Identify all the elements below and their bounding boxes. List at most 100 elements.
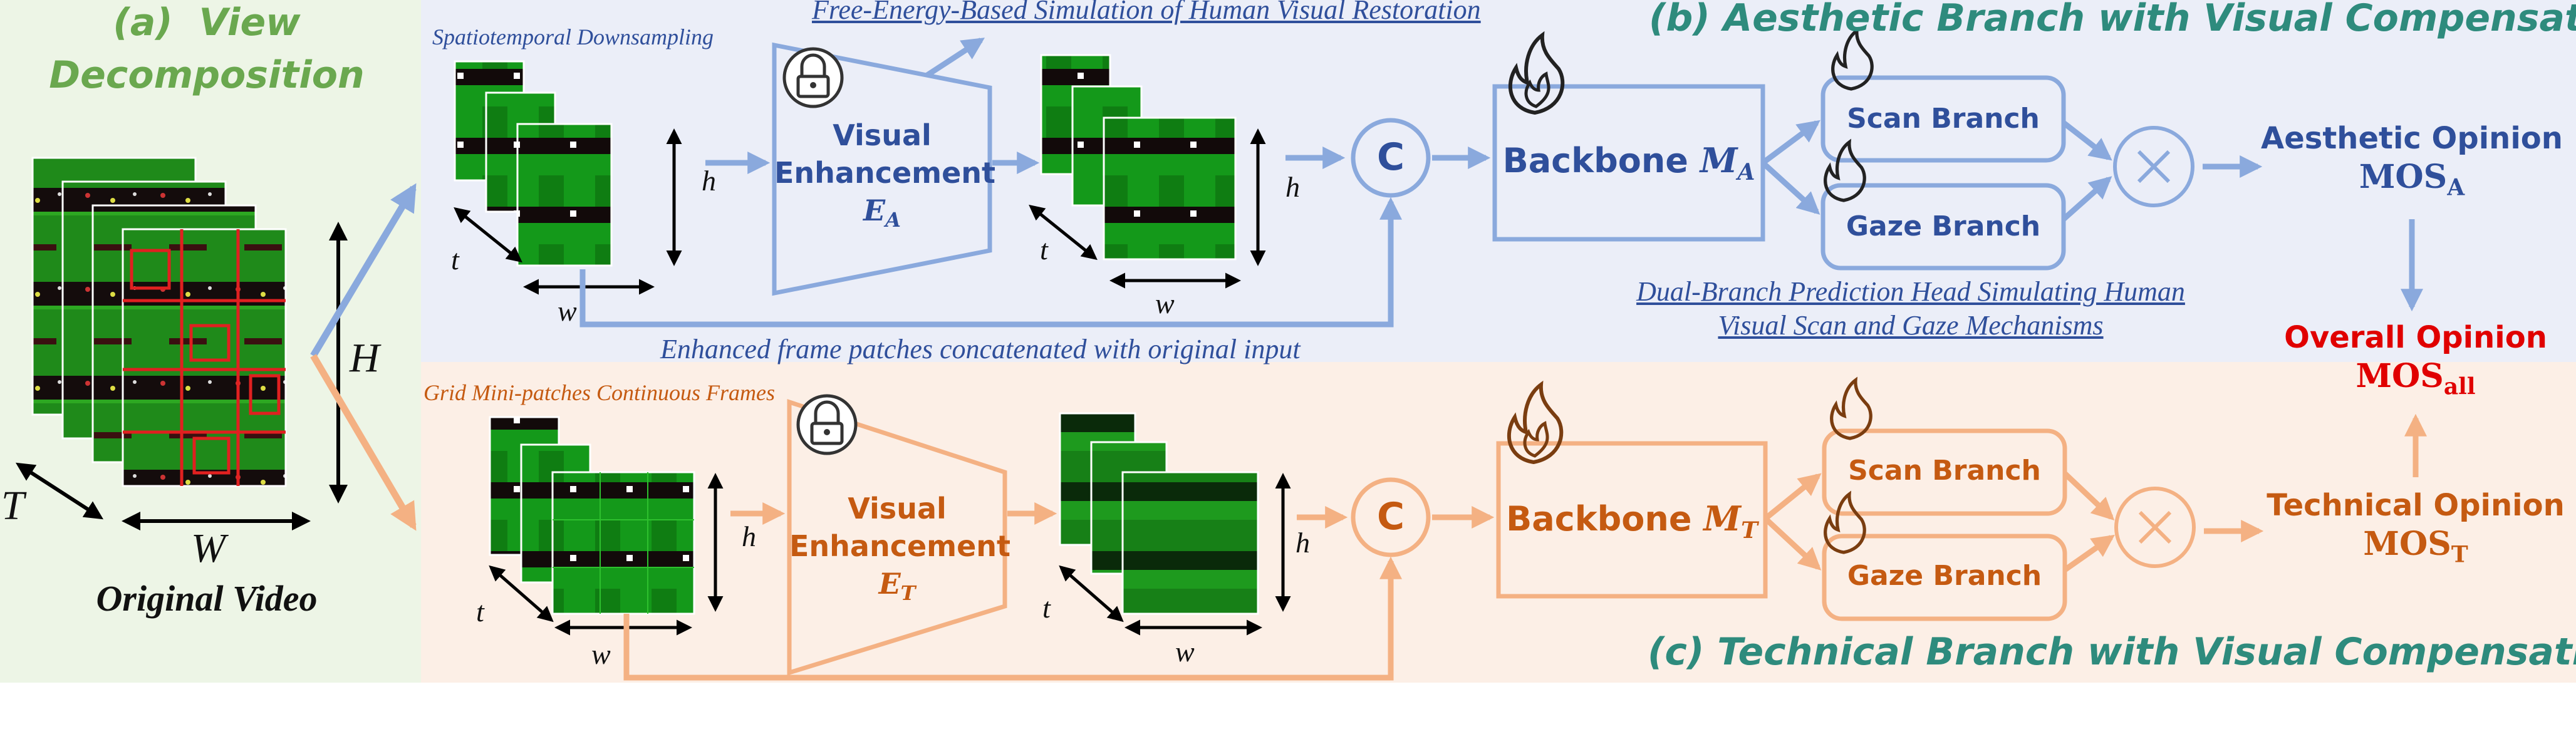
- overall-mos-subscript: all: [2443, 373, 2476, 400]
- enhance-a-line2: Enhancement: [774, 156, 996, 190]
- t-arrow-c1: [489, 565, 554, 623]
- original-video-stack: [31, 157, 287, 487]
- concat-node-c: [1351, 477, 1431, 557]
- flame-icon: [1830, 376, 1872, 440]
- panel-a-title-line2: Decomposition: [49, 53, 365, 97]
- overall-opinion: Overall Opinion MOSall: [2259, 318, 2572, 406]
- panel-b-title: (b) Aesthetic Branch with Visual Compens…: [1649, 0, 2576, 40]
- w-label-c2: w: [1175, 636, 1195, 668]
- technical-opinion: Technical Opinion MOST: [2259, 486, 2572, 574]
- enhance-c-text: Visual Enhancement ET: [789, 490, 1011, 612]
- enhanced-frames-a: [1040, 54, 1237, 261]
- gaze-branch-a-label: Gaze Branch: [1846, 210, 2041, 242]
- grid-label: Grid Mini-patches Continuous Frames: [423, 380, 775, 405]
- backbone-c-subscript: T: [1741, 517, 1758, 544]
- arrow-free-energy-a: [925, 38, 985, 78]
- backbone-a-label: Backbone MA: [1495, 140, 1763, 185]
- axis-W-label: W: [191, 525, 226, 571]
- panel-c-title: (c) Technical Branch with Visual Compens…: [1648, 630, 2576, 674]
- arrow-scan-mult-c: [2062, 471, 2115, 520]
- t-arrow-c2: [1059, 565, 1124, 623]
- t-label-a2: t: [1040, 234, 1048, 266]
- skip-connection-a: [579, 197, 1402, 328]
- flame-icon: [1831, 27, 1874, 91]
- axis-T-arrow: [15, 462, 104, 520]
- lock-icon: [782, 47, 844, 108]
- aesthetic-mos: MOS: [2359, 158, 2448, 196]
- downsample-label: Spatiotemporal Downsampling: [432, 24, 714, 49]
- overall-opinion-label: Overall Opinion: [2284, 320, 2547, 355]
- backbone-c-symbol: M: [1703, 499, 1742, 539]
- h-label-c2: h: [1296, 527, 1310, 559]
- arrow-backbone-gaze-c: [1763, 516, 1822, 571]
- arrow-backbone-gaze-a: [1760, 160, 1820, 215]
- w-label-a2: w: [1155, 287, 1175, 319]
- aesthetic-opinion: Aesthetic Opinion MOSA: [2255, 119, 2568, 207]
- skip-connection-c: [623, 556, 1402, 681]
- t-arrow-a2: [1029, 204, 1098, 261]
- visual-enhancement-a-box: [772, 42, 992, 296]
- axis-T-label: T: [1, 483, 24, 529]
- head-caption-2: Visual Scan and Gaze Mechanisms: [1718, 310, 2104, 341]
- t-label-a1: t: [451, 244, 459, 276]
- enhance-a-text: Visual Enhancement EA: [774, 116, 996, 239]
- arrow-gaze-mult-c: [2063, 534, 2115, 572]
- axis-H-label: H: [350, 335, 380, 381]
- t-arrow-a1: [454, 207, 522, 263]
- technical-opinion-label: Technical Opinion: [2267, 488, 2565, 523]
- split-arrow-technical: [310, 354, 417, 531]
- arrow-backbone-scan-a: [1761, 120, 1820, 165]
- flame-icon: [1824, 490, 1866, 554]
- enhance-a-symbol: E: [863, 194, 886, 227]
- gaze-branch-c-label: Gaze Branch: [1847, 560, 2042, 592]
- technical-mos-subscript: T: [2451, 541, 2468, 568]
- enhance-c-symbol: E: [878, 567, 901, 601]
- split-arrow-aesthetic: [310, 183, 417, 358]
- free-energy-label: Free-Energy-Based Simulation of Human Vi…: [812, 0, 1481, 25]
- backbone-c-label: Backbone MT: [1498, 499, 1765, 544]
- multiply-icon: [2113, 126, 2194, 207]
- panel-a-label: (a): [113, 1, 173, 44]
- panel-b-background: [421, 0, 2576, 362]
- downsampled-frames-a: [454, 60, 613, 267]
- panel-a-title: (a) View Decomposition: [19, 0, 395, 101]
- technical-mos: MOS: [2363, 525, 2451, 563]
- grid-patches-c: [489, 416, 695, 615]
- scan-branch-a-label: Scan Branch: [1847, 103, 2040, 135]
- multiply-icon: [2114, 487, 2196, 568]
- t-label-c1: t: [476, 596, 484, 628]
- enhanced-caption: Enhanced frame patches concatenated with…: [660, 334, 1301, 364]
- h-label-a2: h: [1285, 171, 1300, 203]
- aesthetic-opinion-label: Aesthetic Opinion: [2261, 121, 2563, 156]
- enhance-c-line2: Enhancement: [789, 529, 1011, 563]
- concat-node-a: [1351, 118, 1431, 198]
- flame-icon: [1824, 138, 1866, 202]
- original-video-caption: Original Video: [96, 578, 318, 619]
- scan-branch-c-box: [1822, 428, 2067, 516]
- enhance-c-line1: Visual: [848, 492, 947, 525]
- scan-branch-c-label: Scan Branch: [1848, 455, 2041, 487]
- backbone-a-text: Backbone: [1502, 141, 1688, 180]
- w-label-c1: w: [591, 638, 611, 670]
- t-label-c2: t: [1042, 592, 1051, 624]
- enhance-c-subscript: T: [900, 581, 916, 606]
- concat-c-label: C: [1376, 495, 1405, 539]
- flame-icon: [1508, 31, 1565, 115]
- flame-icon: [1507, 380, 1564, 465]
- overall-mos: MOS: [2355, 357, 2444, 395]
- enhance-a-line1: Visual: [833, 118, 932, 152]
- panel-a-title-line1: View: [199, 1, 301, 44]
- w-label-a1: w: [558, 295, 577, 327]
- lock-icon: [796, 394, 858, 455]
- arrow-backbone-scan-c: [1763, 473, 1822, 521]
- arrow-scan-mult-a: [2062, 120, 2112, 161]
- enhance-a-subscript: A: [885, 208, 901, 232]
- scan-branch-a-box: [1820, 75, 2066, 163]
- backbone-a-symbol: M: [1700, 140, 1738, 180]
- aesthetic-mos-subscript: A: [2447, 174, 2465, 201]
- gaze-branch-c-box: [1822, 534, 2067, 621]
- gaze-branch-a-box: [1820, 183, 2066, 271]
- h-label-a1: h: [702, 165, 716, 197]
- visual-enhancement-c-box: [787, 399, 1007, 676]
